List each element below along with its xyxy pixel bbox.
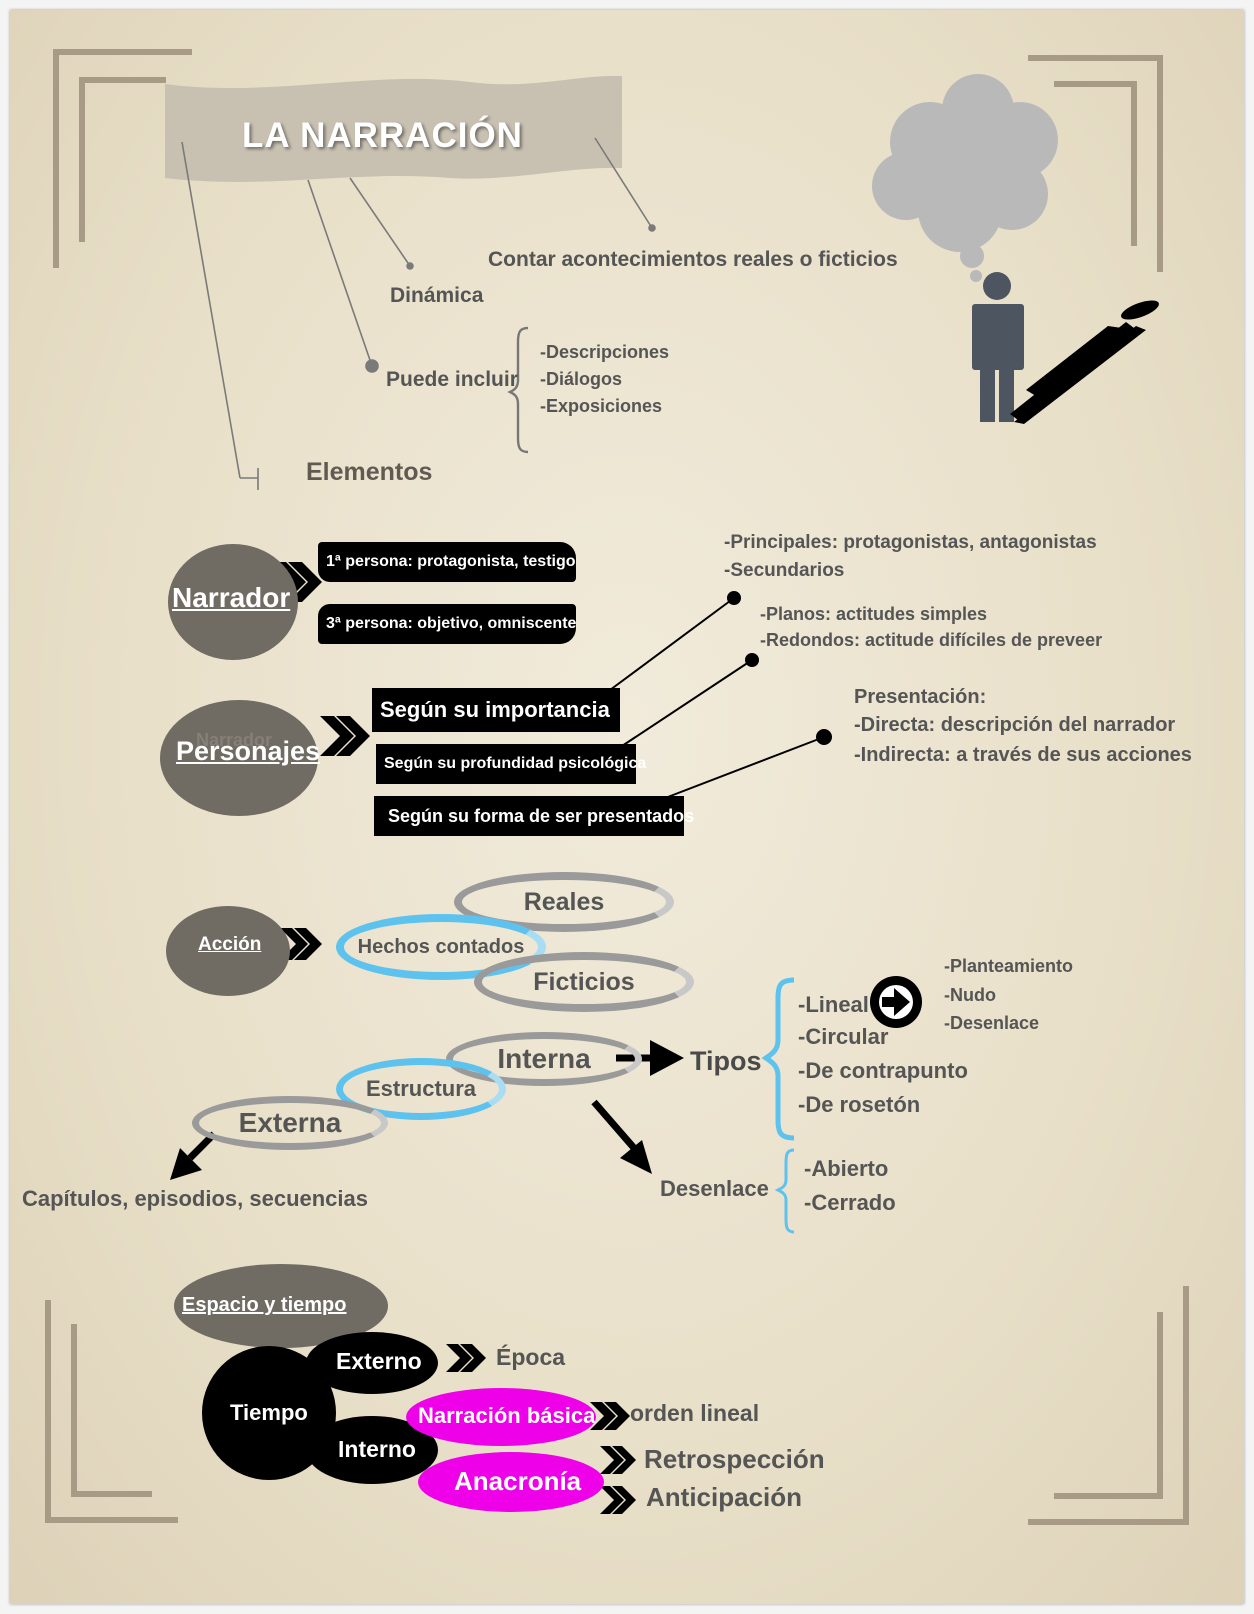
personajes-chevrons <box>320 716 370 756</box>
desenlace-label: Desenlace <box>660 1176 769 1201</box>
person-shadow <box>1010 300 1159 424</box>
frame-corner-top-right <box>1028 55 1163 272</box>
thought-cloud <box>872 74 1058 282</box>
depth-item: -Redondos: actitude difíciles de preveer <box>760 630 1103 650</box>
importance-item: -Secundarios <box>724 560 845 581</box>
anticipacion-text: Anticipación <box>646 1482 803 1512</box>
criterion-importance: Según su importancia <box>372 688 620 732</box>
may-include-item: -Exposiciones <box>540 396 663 416</box>
frame-corner-bottom-left <box>45 1300 178 1523</box>
accion-node <box>166 906 290 996</box>
arrow-to-desenlace <box>591 1099 652 1174</box>
narrador-label: Narrador <box>172 582 291 613</box>
tipos-label: Tipos <box>690 1046 762 1076</box>
linear-part: -Desenlace <box>944 1013 1040 1033</box>
externa-label: Externa <box>238 1107 342 1138</box>
linear-part: -Planteamiento <box>944 956 1074 976</box>
interno-label: Interno <box>338 1436 416 1462</box>
criterion-depth: Según su profundidad psicológica <box>376 744 646 784</box>
presentation-item: -Indirecta: a través de sus acciones <box>854 744 1192 766</box>
brace-desenlace <box>774 1148 795 1234</box>
definition-text: Contar acontecimientos reales o ficticio… <box>488 248 898 271</box>
narrador-node <box>168 544 298 660</box>
frame-corner-top-left-inner <box>79 77 166 242</box>
may-include-item: -Descripciones <box>540 342 670 362</box>
linear-part: -Nudo <box>944 985 996 1005</box>
may-include-label: Puede incluir <box>386 368 518 391</box>
ficticios-label: Ficticios <box>533 967 635 996</box>
frame-corner-bottom-right <box>1028 1286 1189 1525</box>
desenlace-item: -Cerrado <box>804 1190 896 1215</box>
narrador-option: 1ª persona: protagonista, testigo <box>318 542 576 582</box>
brace-incluir <box>507 326 529 454</box>
importance-item: -Principales: protagonistas, antagonista… <box>724 532 1097 553</box>
external-description: Capítulos, episodios, secuencias <box>22 1186 368 1211</box>
orden-lineal-text: orden lineal <box>630 1400 760 1426</box>
decorations <box>45 49 1189 1525</box>
criterion-presentation: Según su forma de ser presentados <box>374 796 694 836</box>
title-banner <box>165 75 622 182</box>
arrow-to-capitulos <box>170 1131 217 1180</box>
page-title: LA NARRACIÓN <box>242 116 523 155</box>
anacronia-label: Anacronía <box>454 1466 582 1496</box>
frame-corner-top-right-inner <box>1054 81 1137 246</box>
hechos-node: Hechos contados <box>336 914 546 980</box>
brace-tipos <box>761 977 795 1141</box>
accion-chevrons <box>280 928 322 960</box>
epoca-chevrons <box>446 1344 486 1372</box>
anticipacion-chevrons <box>600 1486 636 1514</box>
dynamic-text: Dinámica <box>390 284 484 307</box>
depth-item: -Planos: actitudes simples <box>760 604 988 624</box>
desenlace-item: -Abierto <box>804 1156 889 1181</box>
may-include-item: -Diálogos <box>540 369 623 389</box>
tipo-item: -De contrapunto <box>798 1058 968 1083</box>
orden-lineal-chevrons <box>590 1402 630 1430</box>
reales-node: Reales <box>454 872 674 932</box>
personajes-ghost-label: Narrador <box>196 730 273 750</box>
lineal-arrow-circle <box>870 976 922 1028</box>
externo-node <box>306 1332 438 1394</box>
personajes-label: Personajes <box>176 736 321 766</box>
narracion-basica-label: Narración básica <box>418 1403 596 1428</box>
retrospeccion-text: Retrospección <box>644 1444 825 1474</box>
mind-map-page: LA NARRACIÓN Contar acontecimientos real… <box>10 10 1244 1604</box>
frame-corner-bottom-left-inner <box>71 1324 152 1497</box>
tipo-item: -Lineal <box>798 992 869 1017</box>
retrospeccion-chevrons <box>600 1446 636 1474</box>
personajes-node <box>160 700 318 816</box>
tiempo-label: Tiempo <box>230 1400 308 1425</box>
presentation-title: Presentación: <box>854 686 987 708</box>
interna-label: Interna <box>497 1043 591 1074</box>
person-figure <box>972 272 1024 422</box>
accion-label: Acción <box>198 934 262 955</box>
reales-label: Reales <box>523 887 605 916</box>
estructura-label: Estructura <box>365 1076 477 1101</box>
frame-corner-top-left <box>53 49 192 268</box>
estructura-node: Estructura <box>336 1058 506 1120</box>
elements-heading: Elementos <box>306 458 433 486</box>
externa-node: Externa <box>192 1096 388 1150</box>
presentation-item: -Directa: descripción del narrador <box>854 714 1176 736</box>
narracion-basica-node <box>406 1388 596 1446</box>
narrador-option: 3ª persona: objetivo, omniscente <box>318 604 576 644</box>
ficticios-node: Ficticios <box>474 952 694 1012</box>
tipo-item: -De rosetón <box>798 1092 921 1117</box>
espacio-tiempo-label: Espacio y tiempo <box>182 1294 347 1316</box>
tipo-item: -Circular <box>798 1024 889 1049</box>
externo-label: Externo <box>336 1348 422 1374</box>
hechos-label: Hechos contados <box>357 935 525 958</box>
frame-corner-bottom-right-inner <box>1054 1312 1163 1499</box>
anacronia-node <box>418 1452 604 1512</box>
epoca-text: Época <box>496 1344 566 1370</box>
